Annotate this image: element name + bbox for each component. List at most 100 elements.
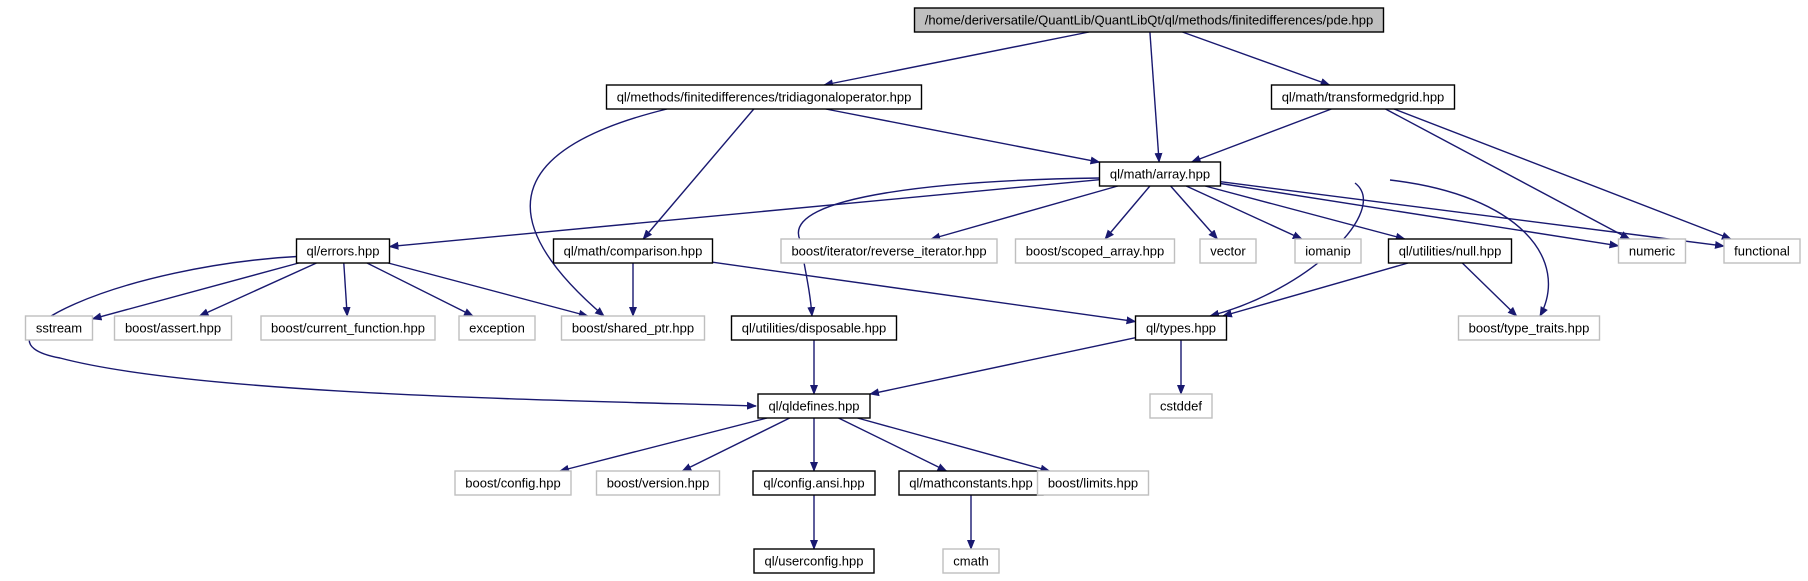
- node-box-bassert: [113, 315, 233, 341]
- node-typetraits: boost/type_traits.hpp: [1457, 315, 1601, 341]
- node-box-functional: [1723, 238, 1801, 264]
- node-box-pde: [913, 7, 1385, 33]
- node-box-cstddef: [1149, 393, 1213, 419]
- node-label-types: ql/types.hpp: [1146, 321, 1216, 336]
- edge-qldefines-to-bversion: [681, 417, 791, 472]
- edge-tgrid-to-numeric: [1385, 108, 1631, 240]
- edge-errors-to-qldefines: [28, 255, 757, 410]
- edge-array-to-scoped: [1104, 185, 1151, 240]
- node-box-cmath: [942, 548, 1000, 574]
- edge-array-to-typetraits: [1389, 179, 1550, 317]
- node-revit: boost/iterator/reverse_iterator.hpp: [780, 238, 998, 264]
- node-box-exception: [458, 315, 536, 341]
- node-box-disposable: [730, 315, 898, 341]
- node-label-blimits: boost/limits.hpp: [1048, 476, 1138, 491]
- node-label-vector: vector: [1210, 244, 1246, 259]
- node-errors[interactable]: ql/errors.hpp: [295, 238, 391, 264]
- node-bcurfn: boost/current_function.hpp: [260, 315, 436, 341]
- node-label-mathconst: ql/mathconstants.hpp: [909, 476, 1033, 491]
- edge-errors-to-shptr: [388, 262, 589, 318]
- node-sstream: sstream: [24, 315, 94, 341]
- node-box-types: [1134, 315, 1228, 341]
- edge-array-to-revit: [930, 185, 1118, 241]
- edges-layer: [28, 31, 1732, 550]
- edge-comparison-to-types: [712, 261, 1137, 325]
- edge-array-to-vector: [1170, 185, 1219, 240]
- node-label-tgrid: ql/math/transformedgrid.hpp: [1282, 90, 1445, 105]
- edge-qldefines-to-bconfig: [558, 417, 768, 473]
- node-types[interactable]: ql/types.hpp: [1134, 315, 1228, 341]
- node-label-userconfig: ql/userconfig.hpp: [764, 554, 863, 569]
- node-configansi[interactable]: ql/config.ansi.hpp: [752, 470, 876, 496]
- node-label-errors: ql/errors.hpp: [307, 244, 380, 259]
- node-box-array: [1098, 161, 1222, 187]
- node-box-configansi: [752, 470, 876, 496]
- node-box-userconfig: [753, 548, 875, 574]
- node-comparison[interactable]: ql/math/comparison.hpp: [552, 238, 714, 264]
- node-box-tgrid: [1270, 84, 1456, 110]
- node-label-array: ql/math/array.hpp: [1110, 167, 1210, 182]
- edge-tridiag-to-shptr: [529, 108, 668, 317]
- node-cstddef: cstddef: [1149, 393, 1213, 419]
- node-box-iomanip: [1294, 238, 1362, 264]
- nodes-layer: /home/deriversatile/QuantLib/QuantLibQt/…: [24, 7, 1801, 574]
- node-box-revit: [780, 238, 998, 264]
- node-cmath: cmath: [942, 548, 1000, 574]
- edge-array-to-numeric: [1220, 182, 1620, 249]
- node-tgrid[interactable]: ql/math/transformedgrid.hpp: [1270, 84, 1456, 110]
- node-box-bversion: [595, 470, 721, 496]
- node-shptr: boost/shared_ptr.hpp: [560, 315, 706, 341]
- node-box-bconfig: [454, 470, 572, 496]
- edge-tgrid-to-functional: [1393, 108, 1732, 240]
- node-label-iomanip: iomanip: [1305, 244, 1351, 259]
- node-disposable[interactable]: ql/utilities/disposable.hpp: [730, 315, 898, 341]
- node-box-sstream: [24, 315, 94, 341]
- node-numeric: numeric: [1617, 238, 1687, 264]
- node-qldefines[interactable]: ql/qldefines.hpp: [757, 393, 871, 419]
- node-mathconst[interactable]: ql/mathconstants.hpp: [898, 470, 1044, 496]
- node-box-bcurfn: [260, 315, 436, 341]
- node-bversion: boost/version.hpp: [595, 470, 721, 496]
- node-label-tridiag: ql/methods/finitedifferences/tridiagonal…: [617, 90, 912, 105]
- edge-array-to-null: [1205, 185, 1406, 241]
- edge-array-to-disposable: [797, 177, 1101, 317]
- edge-errors-to-exception: [366, 262, 474, 317]
- node-box-vector: [1199, 238, 1257, 264]
- edge-errors-to-sstream: [91, 262, 299, 321]
- node-pde[interactable]: /home/deriversatile/QuantLib/QuantLibQt/…: [913, 7, 1385, 33]
- node-label-functional: functional: [1734, 244, 1790, 259]
- edge-errors-to-bassert: [198, 262, 317, 317]
- node-box-scoped: [1014, 238, 1176, 264]
- node-box-typetraits: [1457, 315, 1601, 341]
- node-blimits: boost/limits.hpp: [1036, 470, 1150, 496]
- node-label-configansi: ql/config.ansi.hpp: [763, 476, 864, 491]
- edge-null-to-types: [1221, 262, 1409, 318]
- edge-pde-to-tridiag: [823, 31, 1090, 88]
- edge-null-to-typetraits: [1461, 262, 1518, 317]
- node-tridiag[interactable]: ql/methods/finitedifferences/tridiagonal…: [605, 84, 923, 110]
- node-label-scoped: boost/scoped_array.hpp: [1026, 244, 1165, 259]
- node-label-comparison: ql/math/comparison.hpp: [564, 244, 703, 259]
- node-functional: functional: [1723, 238, 1801, 264]
- node-box-blimits: [1036, 470, 1150, 496]
- node-null[interactable]: ql/utilities/null.hpp: [1387, 238, 1513, 264]
- node-box-null: [1387, 238, 1513, 264]
- node-vector: vector: [1199, 238, 1257, 264]
- node-label-bversion: boost/version.hpp: [607, 476, 710, 491]
- edge-tgrid-to-array: [1190, 108, 1332, 163]
- edge-errors-to-bcurfn: [342, 262, 351, 317]
- node-box-comparison: [552, 238, 714, 264]
- node-label-bcurfn: boost/current_function.hpp: [271, 321, 425, 336]
- edge-array-to-errors: [388, 179, 1100, 250]
- node-box-errors: [295, 238, 391, 264]
- node-scoped: boost/scoped_array.hpp: [1014, 238, 1176, 264]
- edge-pde-to-array: [1149, 31, 1163, 163]
- node-label-bconfig: boost/config.hpp: [465, 476, 560, 491]
- node-iomanip: iomanip: [1294, 238, 1362, 264]
- edge-tridiag-to-comparison: [642, 108, 755, 240]
- node-array[interactable]: ql/math/array.hpp: [1098, 161, 1222, 187]
- edge-types-to-qldefines: [869, 337, 1136, 397]
- edge-array-to-iomanip: [1185, 185, 1303, 240]
- node-userconfig[interactable]: ql/userconfig.hpp: [753, 548, 875, 574]
